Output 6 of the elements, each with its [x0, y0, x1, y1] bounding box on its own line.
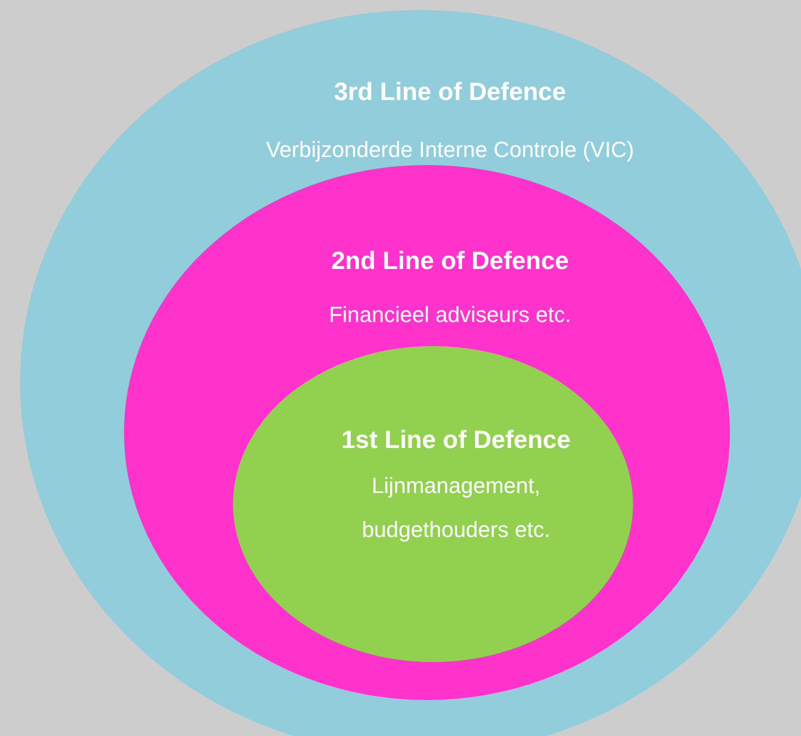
line-description: Verbijzonderde Interne Controle (VIC) [264, 136, 636, 164]
line-heading: 2nd Line of Defence [331, 247, 569, 276]
line-heading: 1st Line of Defence [341, 426, 571, 455]
line-description: Lijnmanagement, budgethouders etc. [360, 472, 552, 544]
line-heading: 3rd Line of Defence [334, 78, 566, 107]
line-description: Financieel adviseurs etc. [328, 301, 572, 329]
